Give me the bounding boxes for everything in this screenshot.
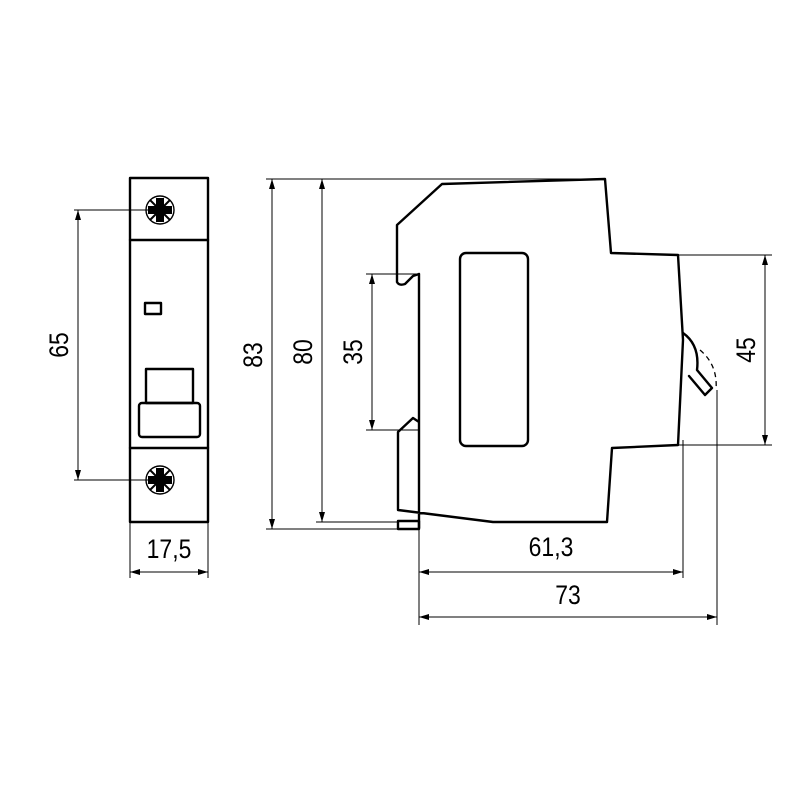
dimension-label-73: 73 bbox=[555, 580, 581, 610]
dimension-17-5: 17,5 bbox=[129, 522, 209, 578]
dimension-label-80: 80 bbox=[288, 339, 318, 365]
side-view bbox=[395, 177, 717, 531]
dimension-label-17-5: 17,5 bbox=[147, 534, 192, 564]
dimension-label-35: 35 bbox=[338, 339, 368, 365]
side-body-outline bbox=[395, 177, 685, 530]
dimension-61-3: 61,3 bbox=[418, 440, 684, 625]
dimension-label-83: 83 bbox=[238, 342, 268, 368]
indicator-window bbox=[143, 301, 163, 316]
dimension-label-61-3: 61,3 bbox=[529, 532, 574, 562]
dimension-80: 80 bbox=[288, 179, 398, 523]
toggle-base bbox=[137, 401, 202, 439]
dimension-65: 65 bbox=[44, 209, 160, 481]
dimension-35: 35 bbox=[338, 273, 419, 431]
toggle-lever bbox=[144, 367, 195, 405]
dimension-45: 45 bbox=[678, 254, 772, 446]
label-window bbox=[458, 251, 530, 448]
dimension-73: 73 bbox=[419, 390, 718, 625]
din-clip-tab bbox=[396, 519, 421, 531]
front-outline bbox=[128, 176, 210, 524]
front-view bbox=[128, 176, 210, 524]
dimension-label-65: 65 bbox=[44, 332, 74, 358]
toggle-handle-icon bbox=[681, 331, 717, 397]
dimension-label-45: 45 bbox=[731, 337, 761, 363]
